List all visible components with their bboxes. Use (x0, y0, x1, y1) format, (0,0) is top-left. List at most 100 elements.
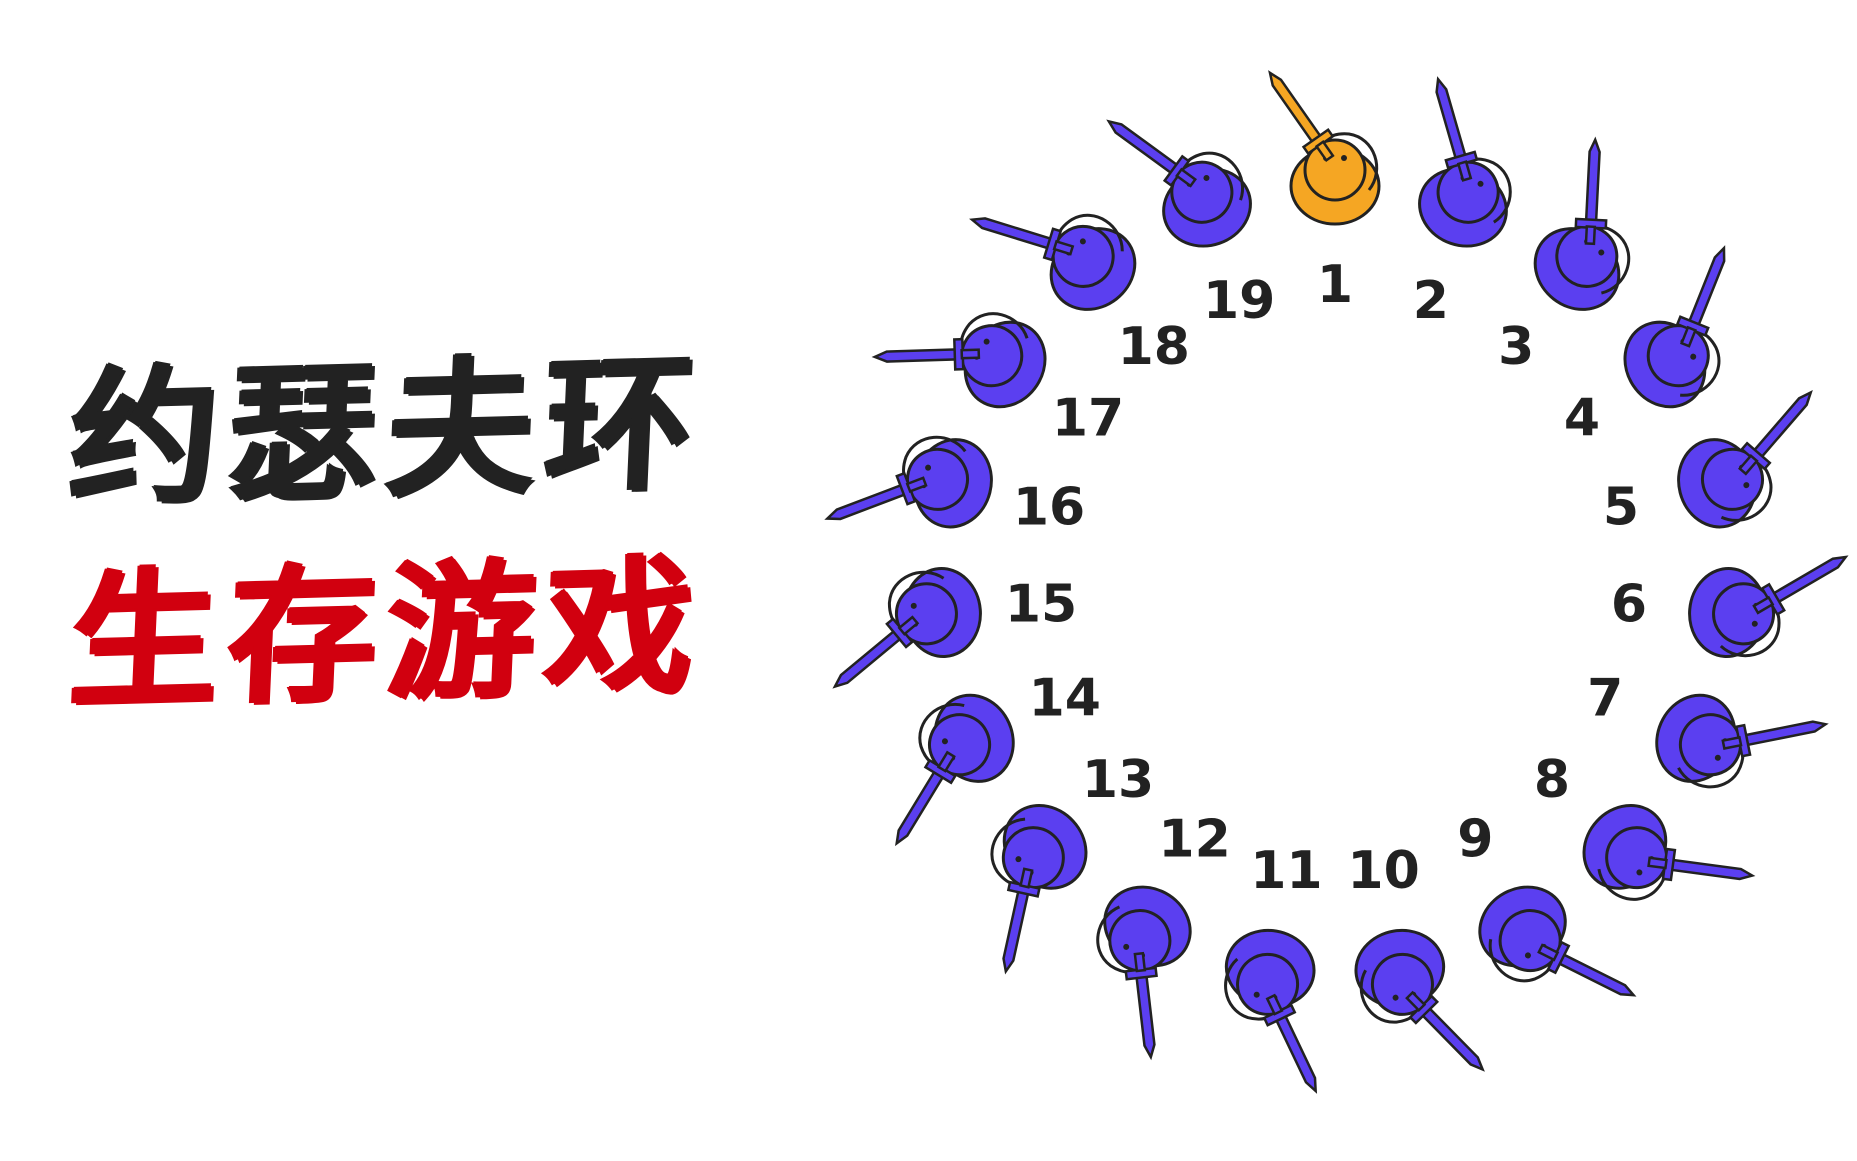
eye-left (1477, 180, 1484, 187)
sword-grip (1405, 990, 1427, 1012)
head-shape (1646, 324, 1710, 388)
sword-blade (1751, 390, 1813, 460)
sword-icon (1647, 847, 1756, 882)
person-8 (1582, 803, 1756, 901)
sword-blade (1770, 555, 1849, 605)
person-18 (969, 213, 1137, 311)
sword-icon (1124, 951, 1158, 1061)
eye-left (910, 602, 917, 609)
seat-number-16: 16 (1013, 478, 1085, 538)
person-15 (832, 567, 982, 689)
sword-blade (1742, 720, 1829, 747)
sword-grip (1647, 856, 1668, 870)
sword-icon (1002, 867, 1041, 975)
person-19 (1106, 119, 1252, 248)
sword-blade (895, 768, 946, 847)
person-17 (871, 312, 1047, 409)
head-shape (1001, 826, 1065, 890)
seat-number-7: 7 (1587, 669, 1623, 729)
sword-grip (1737, 453, 1759, 476)
person-7 (1655, 693, 1829, 789)
head-shape (1236, 952, 1300, 1016)
sword-grip (905, 476, 928, 494)
eye-left (1690, 353, 1697, 360)
seat-number-2: 2 (1413, 271, 1449, 331)
sword-blade (1668, 858, 1756, 881)
sword-blade (1268, 70, 1323, 145)
eye-left (1751, 620, 1758, 627)
seat-number-8: 8 (1534, 750, 1570, 810)
head-shape (1555, 224, 1619, 288)
seat-number-17: 17 (1052, 389, 1124, 449)
sword-icon (969, 217, 1075, 262)
sword-icon (1405, 990, 1485, 1072)
sword-blade (1419, 1005, 1485, 1072)
sword-blade (1274, 1013, 1318, 1094)
head-shape (1108, 909, 1172, 973)
sword-blade (1435, 76, 1468, 161)
person-10 (1354, 928, 1485, 1072)
person-9 (1478, 885, 1637, 997)
sword-grip (1752, 595, 1775, 615)
sword-grip (1584, 225, 1597, 246)
seat-number-9: 9 (1457, 809, 1493, 869)
person-1 (1268, 70, 1381, 226)
sword-icon (1435, 76, 1479, 182)
sword-grip (1537, 943, 1560, 962)
eye-left (1341, 155, 1347, 161)
sword-blade (1556, 952, 1637, 997)
person-14 (895, 693, 1015, 847)
seat-number-4: 4 (1564, 389, 1600, 449)
seat-number-11: 11 (1250, 841, 1322, 901)
eye-left (1203, 174, 1210, 181)
sword-icon (1106, 119, 1197, 188)
sword-icon (1737, 390, 1813, 476)
seat-number-18: 18 (1118, 317, 1190, 377)
sword-icon (824, 471, 928, 521)
sword-grip (960, 348, 981, 360)
sword-grip (1265, 993, 1284, 1016)
eye-left (1392, 994, 1399, 1001)
person-13 (990, 803, 1088, 975)
sword-icon (1262, 993, 1318, 1094)
seat-number-19: 19 (1203, 271, 1275, 331)
eye-left (1123, 943, 1130, 950)
person-12 (1096, 885, 1192, 1061)
sword-grip (1052, 239, 1075, 256)
person-5 (1677, 390, 1813, 529)
sword-blade (1135, 973, 1156, 1061)
sword-icon (1574, 136, 1608, 246)
eye-left (1524, 952, 1531, 959)
sword-blade (832, 628, 903, 689)
seat-number-13: 13 (1082, 750, 1154, 810)
eye-left (983, 338, 990, 345)
person-11 (1224, 928, 1318, 1094)
seat-number-15: 15 (1005, 574, 1077, 634)
eye-left (1253, 991, 1260, 998)
sword-icon (1721, 720, 1829, 758)
seat-number-1: 1 (1317, 255, 1353, 315)
sword-icon (1268, 70, 1335, 163)
eye-left (1598, 249, 1605, 256)
eye-left (1743, 482, 1750, 489)
sword-grip (1314, 140, 1335, 163)
head-shape (1712, 582, 1776, 646)
sword-grip (1175, 167, 1197, 188)
eye-left (1714, 754, 1721, 761)
sword-blade (969, 217, 1054, 251)
seat-number-10: 10 (1347, 841, 1419, 901)
sword-blade (1687, 245, 1726, 328)
sword-blade (1106, 119, 1180, 176)
person-3 (1533, 136, 1631, 311)
sword-icon (832, 615, 920, 689)
head-shape (1436, 160, 1500, 224)
sword-grip (1721, 735, 1743, 750)
sword-grip (1133, 951, 1147, 973)
sword-grip (1680, 325, 1697, 348)
sword-grip (936, 750, 956, 773)
head-shape (1678, 713, 1742, 777)
person-4 (1623, 245, 1726, 409)
head-shape (960, 324, 1024, 388)
eye-left (925, 464, 932, 471)
